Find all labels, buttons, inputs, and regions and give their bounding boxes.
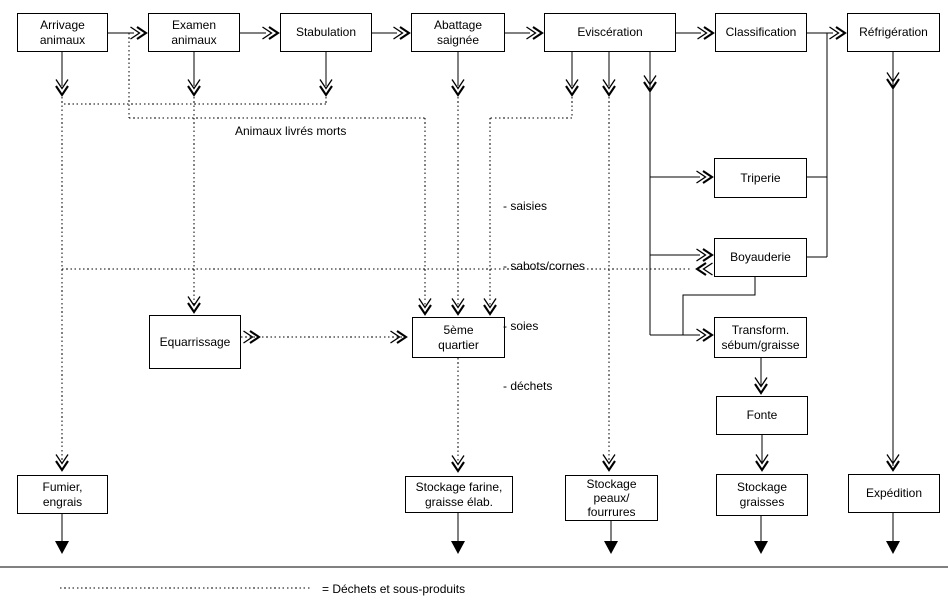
byproduct-item-saisies: - saisies	[503, 199, 548, 213]
connector-bottom-exits	[61, 513, 894, 541]
node-examen-animaux: Examen animaux	[148, 13, 240, 52]
legend-text: = Déchets et sous-produits	[322, 582, 466, 596]
byproduct-item-soies: - soies	[503, 319, 539, 333]
node-fumier-engrais: Fumier, engrais	[17, 475, 108, 514]
node-classification: Classification	[715, 13, 807, 52]
node-triperie: Triperie	[714, 158, 807, 198]
connector-triperie-boyauderie-merge	[807, 33, 828, 258]
label-animaux-livres-morts: Animaux livrés morts	[235, 124, 347, 138]
dotted-evisceration-5eme	[489, 97, 573, 308]
node-equarrissage: Equarrissage	[149, 315, 241, 369]
node-stockage-farine: Stockage farine, graisse élab.	[405, 476, 513, 513]
connector-top-down-stubs	[61, 52, 610, 86]
node-transformation-sebum-graisse: Transform. sébum/graisse	[714, 317, 807, 358]
byproduct-item-dechets: - déchets	[503, 379, 553, 393]
connector-evisceration-trunk	[649, 52, 700, 336]
node-boyauderie: Boyauderie	[714, 238, 807, 277]
node-arrivage-animaux: Arrivage animaux	[17, 13, 108, 52]
dotted-animaux-livres-morts	[128, 33, 426, 308]
node-evisceration: Eviscération	[544, 13, 676, 52]
byproduct-item-sabots-cornes: - sabots/cornes	[503, 259, 586, 273]
node-5eme-quartier: 5ème quartier	[412, 317, 505, 358]
dotted-stabulation-left	[62, 97, 327, 105]
node-abattage-saignee: Abattage saignée	[411, 13, 505, 52]
connector-boyauderie-transformation	[682, 277, 756, 335]
node-refrigeration: Réfrigération	[847, 13, 940, 52]
node-stabulation: Stabulation	[280, 13, 372, 52]
node-stockage-peaux-fourrures: Stockage peaux/ fourrures	[565, 475, 658, 521]
node-expedition: Expédition	[848, 474, 940, 513]
label-byproducts-list: - saisies - sabots/cornes - soies - déch…	[503, 156, 585, 436]
node-stockage-graisses: Stockage graisses	[716, 474, 808, 516]
node-fonte: Fonte	[716, 396, 808, 435]
